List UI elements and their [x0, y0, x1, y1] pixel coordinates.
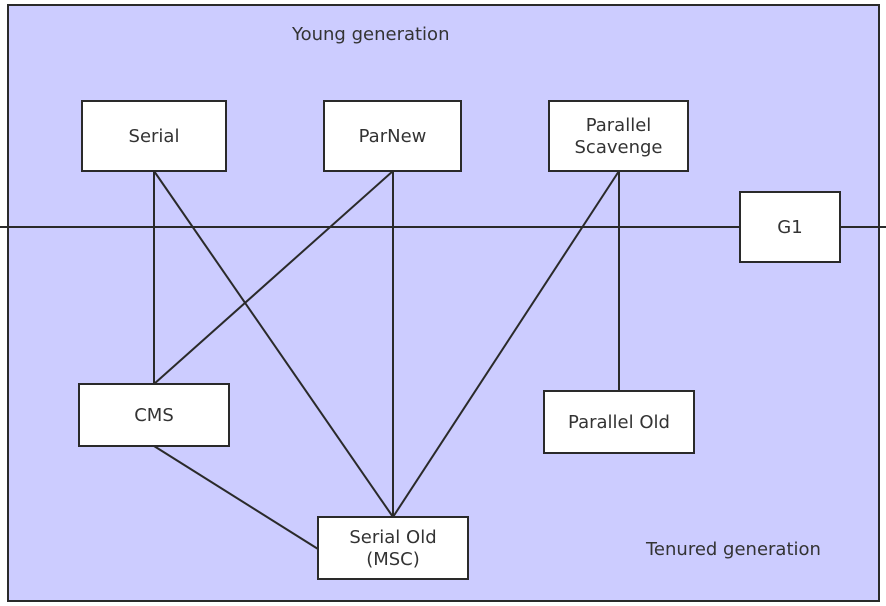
edge-serial-to-serial-old [153, 170, 394, 518]
node-cms: CMS [78, 383, 230, 447]
node-serial-label: Serial [129, 126, 180, 147]
node-g1: G1 [739, 191, 841, 263]
tenured-generation-label: Tenured generation [645, 539, 821, 560]
connection-lines [153, 170, 620, 550]
node-parnew-box [323, 100, 462, 172]
edge-cms-to-serial-old [153, 445, 319, 550]
node-cms-box [78, 383, 230, 447]
node-serial-old-box [317, 516, 469, 580]
node-serial-old-label: (MSC) [366, 549, 420, 570]
node-parnew-label: ParNew [359, 126, 427, 147]
node-cms-label: CMS [134, 405, 174, 426]
node-parallel-scavenge-label: Scavenge [575, 137, 663, 158]
node-parnew: ParNew [323, 100, 462, 172]
node-serial: Serial [81, 100, 227, 172]
node-parallel-scavenge-label: Parallel [586, 115, 652, 136]
node-serial-old: Serial Old(MSC) [317, 516, 469, 580]
node-serial-box [81, 100, 227, 172]
node-parallel-old-label: Parallel Old [568, 412, 670, 433]
edge-parnew-to-cms [153, 170, 394, 385]
node-g1-box [739, 191, 841, 263]
young-generation-label: Young generation [291, 24, 449, 45]
node-parallel-old-box [543, 390, 695, 454]
node-parallel-old: Parallel Old [543, 390, 695, 454]
node-serial-old-label: Serial Old [349, 527, 436, 548]
node-g1-label: G1 [777, 217, 802, 238]
edge-parallel-scavenge-to-serial-old [392, 170, 620, 518]
diagram-background [7, 4, 880, 602]
node-parallel-scavenge-box [548, 100, 689, 172]
